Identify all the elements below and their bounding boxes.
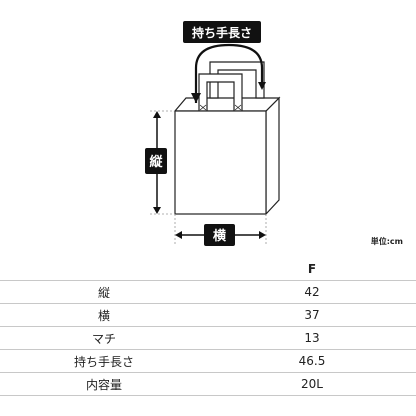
row-value: 13 — [304, 331, 320, 345]
handle-length-arrow-start — [191, 93, 201, 103]
bag-size-diagram: 持ち手長さ 縦 横 単位:cm — [145, 21, 403, 246]
bag-front-panel — [174, 110, 267, 215]
row-value: 42 — [304, 285, 320, 299]
bag-gusset — [265, 96, 280, 216]
height-label-box: 縦 — [145, 148, 167, 174]
bag-back-handle — [209, 61, 265, 99]
row-label: 縦 — [97, 285, 110, 300]
handle-length-label-box: 持ち手長さ — [183, 21, 261, 43]
row-label: 内容量 — [85, 377, 122, 392]
width-arrow-left — [175, 231, 182, 239]
height-arrow-down — [153, 207, 161, 214]
row-label: マチ — [91, 331, 116, 346]
handle-length-label: 持ち手長さ — [192, 25, 252, 40]
table-row: マチ 13 — [0, 326, 416, 350]
tote-bag-illustration — [173, 61, 281, 216]
height-label: 縦 — [149, 154, 163, 170]
row-label: 横 — [97, 308, 110, 323]
row-value: 20L — [301, 377, 323, 391]
row-value: 46.5 — [298, 354, 326, 368]
size-header: F — [307, 262, 317, 276]
handle-stitch-marks — [199, 104, 242, 111]
unit-label: 単位:cm — [371, 236, 403, 246]
size-table-header-row: F — [0, 258, 416, 281]
height-arrow-up — [153, 111, 161, 118]
size-table: F 縦 42 横 37 マチ 13 持ち手長さ 46.5 内容量 20L — [0, 258, 416, 396]
row-label: 持ち手長さ — [73, 354, 134, 369]
width-label-box: 横 — [204, 224, 235, 246]
handle-length-arrow — [194, 43, 266, 103]
bag-top-edge — [173, 97, 281, 112]
width-arrow-right — [259, 231, 266, 239]
width-label: 横 — [213, 228, 227, 244]
table-row: 内容量 20L — [0, 372, 416, 396]
table-row: 縦 42 — [0, 280, 416, 304]
table-row: 持ち手長さ 46.5 — [0, 349, 416, 373]
row-value: 37 — [304, 308, 320, 322]
size-table-corner — [0, 258, 208, 281]
table-row: 横 37 — [0, 303, 416, 327]
